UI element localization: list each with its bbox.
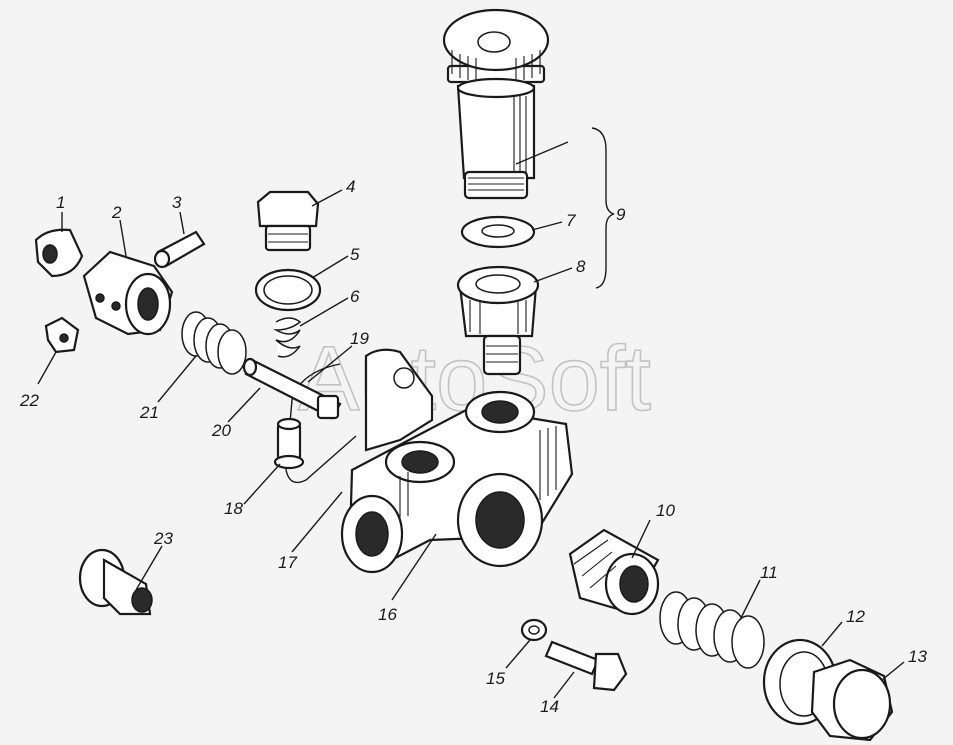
callout-4: 4 (346, 177, 355, 196)
part-15-washer (520, 618, 548, 642)
callout-18: 18 (224, 499, 243, 518)
part-8-union-nut (456, 265, 540, 376)
part-23-fitting (78, 548, 153, 616)
callout-8: 8 (576, 257, 586, 276)
callout-22: 22 (19, 391, 39, 410)
callout-12: 12 (846, 607, 865, 626)
part-1-nut (34, 228, 84, 278)
callout-16: 16 (378, 605, 397, 624)
callout-14: 14 (540, 697, 559, 716)
part-hand-pump-body (456, 77, 536, 200)
part-7-washer (460, 215, 536, 249)
part-5-ring (254, 268, 322, 312)
callout-11: 11 (760, 563, 778, 582)
callout-labels: 1 2 3 4 5 6 7 8 9 10 11 12 13 14 15 16 1… (19, 177, 927, 716)
part-18-screw (273, 417, 305, 470)
part-13-cap-nut (810, 658, 894, 742)
callout-1: 1 (56, 193, 65, 212)
leader-lines (37, 141, 905, 699)
part-3-pin (153, 230, 206, 269)
part-21-spring (181, 311, 247, 375)
callout-23: 23 (153, 529, 173, 548)
callout-6: 6 (350, 287, 360, 306)
part-2-body (82, 250, 174, 336)
part-22-clip (44, 316, 80, 354)
callout-15: 15 (486, 669, 505, 688)
part-10-sleeve (568, 528, 660, 616)
callout-13: 13 (908, 647, 927, 666)
callout-5: 5 (350, 245, 360, 264)
callout-17: 17 (278, 553, 297, 572)
part-11-spring (659, 591, 765, 669)
callout-3: 3 (172, 193, 182, 212)
callout-9: 9 (616, 205, 626, 224)
callout-20: 20 (211, 421, 231, 440)
callout-21: 21 (139, 403, 159, 422)
part-6-spring (273, 317, 302, 358)
callout-10: 10 (656, 501, 675, 520)
part-16-pump-housing (340, 348, 574, 574)
brace-9 (591, 127, 615, 289)
callout-7: 7 (566, 211, 576, 230)
part-20-plunger (242, 357, 342, 420)
part-14-bolt (544, 640, 628, 692)
part-4-plug (256, 190, 320, 252)
callout-2: 2 (111, 203, 122, 222)
callout-19: 19 (350, 329, 369, 348)
part-hand-pump-cap (442, 8, 550, 84)
